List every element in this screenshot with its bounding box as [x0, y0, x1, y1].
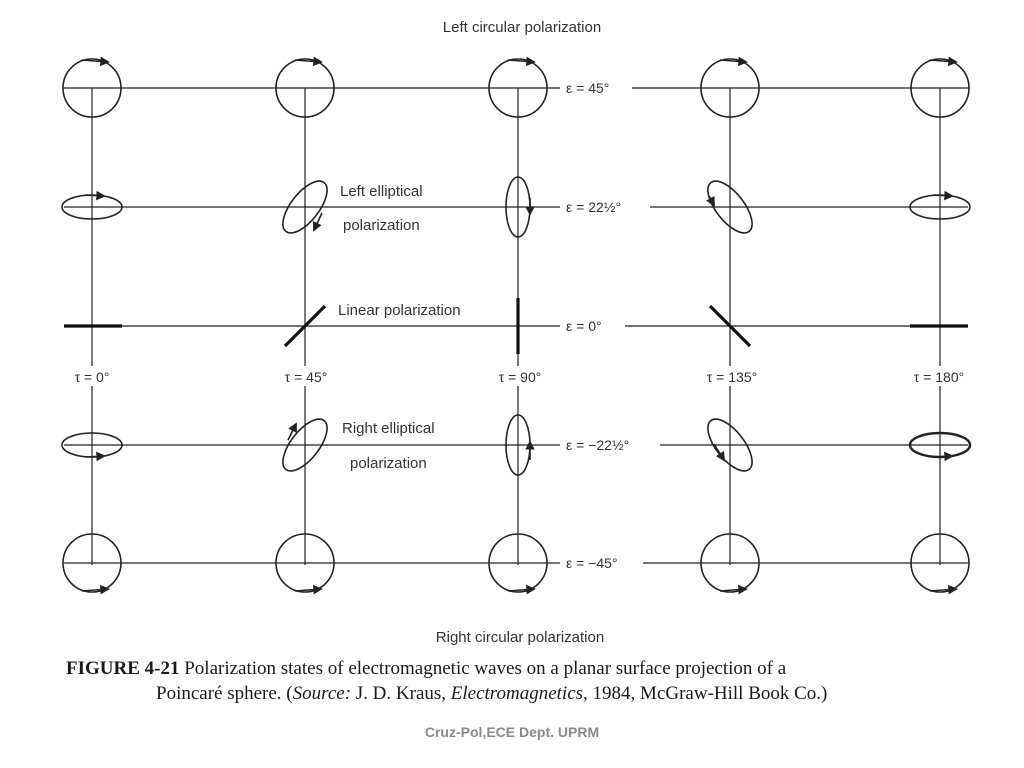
right-circle-90-arrow: [507, 584, 536, 595]
figure-caption: FIGURE 4-21 Polarization states of elect…: [66, 656, 976, 706]
tau-label-0-bg: [60, 366, 126, 386]
left-circle-90-arrow: [507, 56, 536, 67]
left-elliptical-label-2: polarization: [343, 217, 420, 234]
left-ellipse-180-arrow: [932, 190, 954, 201]
left-ellipse-0-arrow: [84, 190, 106, 201]
tau-label-90: τ = 90°: [499, 369, 542, 385]
caption-line2: Poincaré sphere. (Source: J. D. Kraus, E…: [66, 681, 976, 706]
right-circular-row: [62, 533, 970, 595]
right-circle-45: [275, 533, 335, 593]
caption-source-word: Source:: [292, 683, 352, 704]
tau-labels: τ = 0° τ = 45° τ = 90° τ = 135° τ = 180°: [60, 366, 980, 386]
right-circle-135-arrow: [719, 584, 748, 595]
right-circle-135: [700, 533, 760, 593]
top-label: Left circular polarization: [443, 19, 601, 36]
epsilon-label-45: ε = 45°: [566, 80, 609, 96]
caption-book: Electromagnetics: [450, 683, 584, 704]
left-circle-0: [62, 58, 122, 118]
left-circle-135: [700, 58, 760, 118]
epsilon-label-m45: ε = −45°: [566, 555, 618, 571]
right-circle-45-arrow: [294, 584, 323, 595]
right-circle-0: [62, 533, 122, 593]
right-elliptical-row: [61, 414, 972, 476]
tau-label-45: τ = 45°: [285, 369, 328, 385]
linear-label: Linear polarization: [338, 302, 461, 319]
right-circle-90: [488, 533, 548, 593]
right-circle-180-arrow: [929, 584, 958, 595]
left-circle-0-arrow: [81, 56, 110, 67]
footer-credit: Cruz-Pol,ECE Dept. UPRM: [424, 724, 600, 740]
left-circular-row: [62, 56, 970, 118]
left-circle-180: [910, 58, 970, 118]
left-circle-45: [275, 58, 335, 118]
caption-line1: Polarization states of electromagnetic w…: [184, 658, 787, 679]
left-ellipse-135: [707, 180, 753, 234]
left-circle-90: [488, 58, 548, 118]
right-ellipse-135-arrow: [713, 443, 726, 462]
left-circle-135-arrow: [719, 56, 748, 67]
left-elliptical-row: [61, 176, 971, 238]
figure-number: FIGURE 4-21: [66, 658, 180, 679]
left-ellipse-135-arrow: [706, 195, 715, 207]
diagram-canvas: Left circular polarization Right circula…: [60, 19, 980, 646]
left-ellipse-45-arrow: [312, 212, 323, 232]
right-ellipse-45: [282, 418, 328, 472]
left-circle-180-arrow: [929, 56, 958, 67]
tau-label-135-bg: [692, 366, 772, 386]
tau-label-180: τ = 180°: [914, 369, 964, 385]
right-circle-180: [910, 533, 970, 593]
right-circle-0-arrow: [81, 584, 110, 595]
right-elliptical-label-2: polarization: [350, 455, 427, 472]
tau-label-135: τ = 135°: [707, 369, 757, 385]
tau-label-0: τ = 0°: [75, 369, 110, 385]
caption-author: J. D. Kraus,: [351, 683, 451, 704]
linear-135: [708, 304, 752, 348]
left-elliptical-label-1: Left elliptical: [340, 183, 423, 200]
right-ellipse-0-arrow: [84, 451, 106, 462]
epsilon-label-0: ε = 0°: [566, 318, 602, 334]
right-elliptical-label-1: Right elliptical: [342, 420, 435, 437]
tau-label-90-bg: [484, 366, 556, 386]
caption-line2-start: Poincaré sphere. (: [156, 683, 293, 704]
tau-label-180-bg: [900, 366, 980, 386]
tau-label-45-bg: [270, 366, 342, 386]
left-circle-45-arrow: [294, 56, 323, 67]
horizontal-grid-lines: [64, 87, 968, 564]
caption-publication: , 1984, McGraw-Hill Book Co.): [583, 683, 828, 704]
left-ellipse-45: [282, 180, 328, 234]
epsilon-label-m22: ε = −22½°: [566, 437, 629, 453]
right-ellipse-45-arrow: [287, 422, 297, 441]
linear-row: [64, 298, 968, 354]
linear-45: [283, 304, 327, 348]
epsilon-label-22: ε = 22½°: [566, 199, 621, 215]
right-ellipse-180-arrow: [932, 451, 954, 462]
bottom-label: Right circular polarization: [436, 629, 604, 646]
